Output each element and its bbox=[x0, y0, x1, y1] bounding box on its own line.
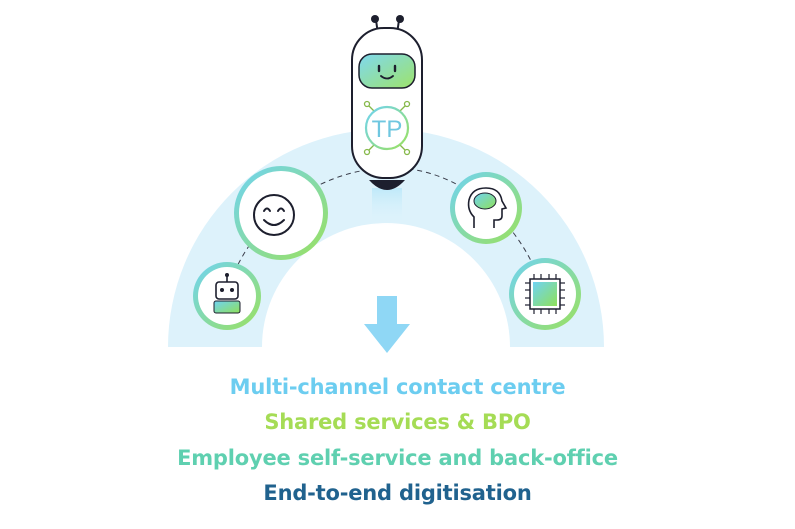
tp-logo: TP bbox=[372, 116, 403, 143]
tp-robot-mascot bbox=[351, 15, 423, 190]
robot-beam bbox=[372, 188, 402, 226]
caption-digitisation: End-to-end digitisation bbox=[263, 481, 532, 505]
caption-contact-centre: Multi-channel contact centre bbox=[229, 375, 566, 399]
caption-shared-services: Shared services & BPO bbox=[264, 410, 531, 434]
robot-icon bbox=[193, 262, 261, 330]
cpu-chip-icon bbox=[509, 258, 581, 330]
smiley-face-icon bbox=[234, 166, 328, 260]
caption-employee-self-service: Employee self-service and back-office bbox=[177, 446, 618, 470]
automation-diagram: TP bbox=[168, 15, 604, 353]
brain-head-icon bbox=[450, 172, 522, 244]
down-arrow-icon bbox=[364, 296, 410, 353]
